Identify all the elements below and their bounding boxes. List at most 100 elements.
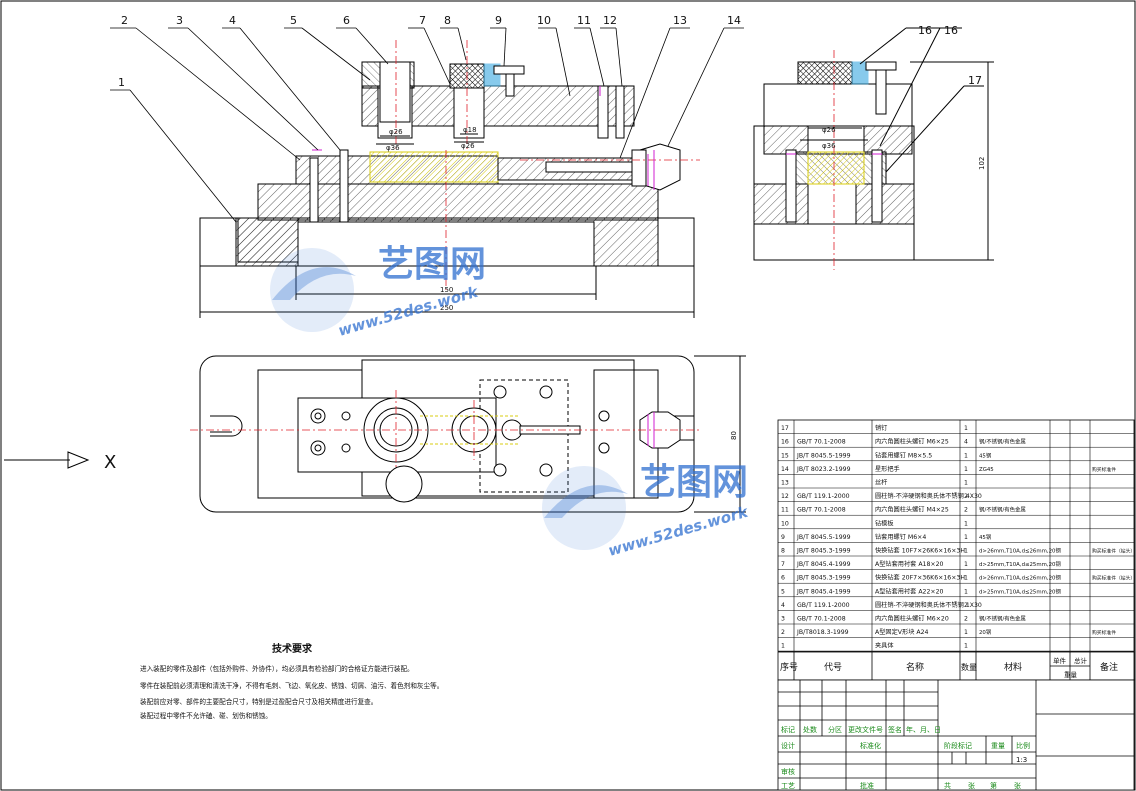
bom-row-note: 购买标准件 [1092, 466, 1116, 473]
bom-row-no: 14 [781, 466, 789, 473]
bom-row-no: 17 [781, 425, 789, 432]
watermark-cn-1: 艺图网 [378, 244, 486, 285]
tb-craft: 工艺 [781, 782, 795, 790]
bom-row-qty: 2 [964, 616, 968, 623]
bom-row-code: GB/T 70.1-2008 [797, 616, 846, 623]
bom-row-no: 16 [781, 439, 789, 446]
tech-line-4: 装配过程中零件不允许磕、碰、划伤和锈蚀。 [140, 711, 272, 720]
bom-row-qty: 1 [964, 425, 968, 432]
balloon-10: 10 [537, 14, 551, 27]
balloon-16a: 16 [918, 24, 932, 37]
bom-row-qty: 1 [964, 534, 968, 541]
bom-row-qty: 2 [964, 602, 968, 609]
view-arrow: X [4, 451, 116, 473]
technical-requirements: 技术要求 进入装配的零件及部件（包括外购件、外协件），均必须具有检验部门的合格证… [140, 642, 443, 720]
bom-row-name: 内六角圆柱头螺钉 M6×20 [875, 615, 949, 623]
bom-row-code: JB/T 8023.2-1999 [796, 466, 851, 473]
tb-c4: 更改文件号 [848, 725, 883, 734]
bom-h-total: 总计 [1074, 656, 1088, 665]
balloon-13: 13 [673, 14, 687, 27]
bom-row-qty: 1 [964, 466, 968, 473]
bom-row-mat: d>25mm,T10A,d≤25mm,20钢 [979, 587, 1061, 595]
bom-row-mat: d>25mm,T10A,d≤25mm,20钢 [979, 560, 1061, 568]
bom-row-no: 3 [781, 616, 785, 623]
tb-c1: 标记 [781, 725, 795, 734]
tb-c6: 年、月、日 [906, 725, 941, 734]
balloon-16b: 16 [944, 24, 958, 37]
bom-row-code: JB/T 8045.4-1999 [796, 561, 851, 568]
balloon-4: 4 [229, 14, 236, 27]
leader-lines [110, 27, 744, 223]
workpiece [369, 151, 499, 183]
bom-row-qty: 2 [964, 507, 968, 514]
front-view [199, 40, 700, 318]
bom-row-mat: ZG45 [979, 467, 994, 473]
bom-row-name: 星形把手 [875, 465, 900, 473]
dim-d3: φ18 [463, 126, 477, 134]
bom-row-no: 5 [781, 588, 785, 595]
side-dims: φ26 φ36 102 [822, 126, 986, 170]
bom-row-qty: 2 [964, 493, 968, 500]
bom-h-mass: 重量 [1064, 671, 1078, 679]
bom-row-no: 6 [781, 575, 785, 582]
fixture-body [257, 183, 659, 221]
bom-row-no: 10 [781, 520, 789, 527]
bom-row-no: 12 [781, 493, 789, 500]
title-block [777, 679, 1135, 791]
tb-scale-label: 比例 [1016, 741, 1030, 750]
dim-d10: 80 [730, 431, 738, 440]
dim-d9: 102 [978, 157, 986, 170]
tb-sheet-unit: 张 [968, 781, 975, 790]
tb-approve: 批准 [860, 781, 874, 790]
bom-h-code: 代号 [824, 662, 842, 673]
bom-h-name: 名称 [906, 661, 924, 673]
bom-row-mat: 钢/不锈钢/有色金属 [979, 506, 1026, 514]
bom-row-name: 钻套用螺钉 M6×4 [875, 533, 926, 541]
bom-row-no: 13 [781, 480, 789, 487]
front-dims: φ26 φ36 φ18 φ26 150 250 [386, 126, 477, 312]
bom-row-note: 购买标准件（钻头） [1092, 575, 1135, 582]
dim-d5: 150 [440, 286, 453, 294]
balloon-9: 9 [495, 14, 502, 27]
balloon-labels: 2 3 4 5 6 7 8 9 10 11 12 13 14 1 [118, 14, 741, 89]
bom-row-name: 圆柱销-不淬硬钢和奥氏体不锈钢 1X30 [875, 601, 982, 609]
bom-row-name: 快换钻套 20F7×36K6×16×3H [875, 574, 965, 582]
balloon-11: 11 [577, 14, 591, 27]
dim-d7: φ26 [822, 126, 836, 134]
bom-header [777, 651, 1135, 681]
dim-d4: φ26 [461, 142, 475, 150]
bom-row-no: 2 [781, 629, 785, 636]
bom-row-mat: 45钢 [979, 533, 991, 541]
bom-row-name: 丝杆 [875, 479, 887, 487]
tb-page-unit: 张 [1014, 781, 1021, 790]
tech-title: 技术要求 [272, 642, 313, 655]
dim-d6: 250 [440, 304, 453, 312]
dim-d1: φ26 [389, 128, 403, 136]
bom-row-code: JB/T 8045.3-1999 [796, 548, 851, 555]
bom-h-qty: 数量 [961, 662, 977, 672]
tb-c5: 签名 [888, 725, 902, 734]
bom-row-note: 购买标准件 [1092, 629, 1116, 636]
bom-row-no: 1 [781, 643, 785, 650]
bom-row: 14 JB/T 8023.2-1999 星形把手 1 ZG45 购买标准件 [781, 465, 1116, 473]
bom-row-qty: 1 [964, 643, 968, 650]
bom-h-note: 备注 [1100, 661, 1118, 673]
tb-scale: 1:3 [1016, 756, 1027, 764]
watermark-url-1: www.52des.work [336, 282, 481, 339]
tb-review: 审核 [781, 767, 795, 776]
dim-d2: φ36 [386, 144, 400, 152]
tb-design: 设计 [781, 741, 795, 750]
balloon-7: 7 [419, 14, 426, 27]
bom-row-code: GB/T 70.1-2008 [797, 507, 846, 514]
